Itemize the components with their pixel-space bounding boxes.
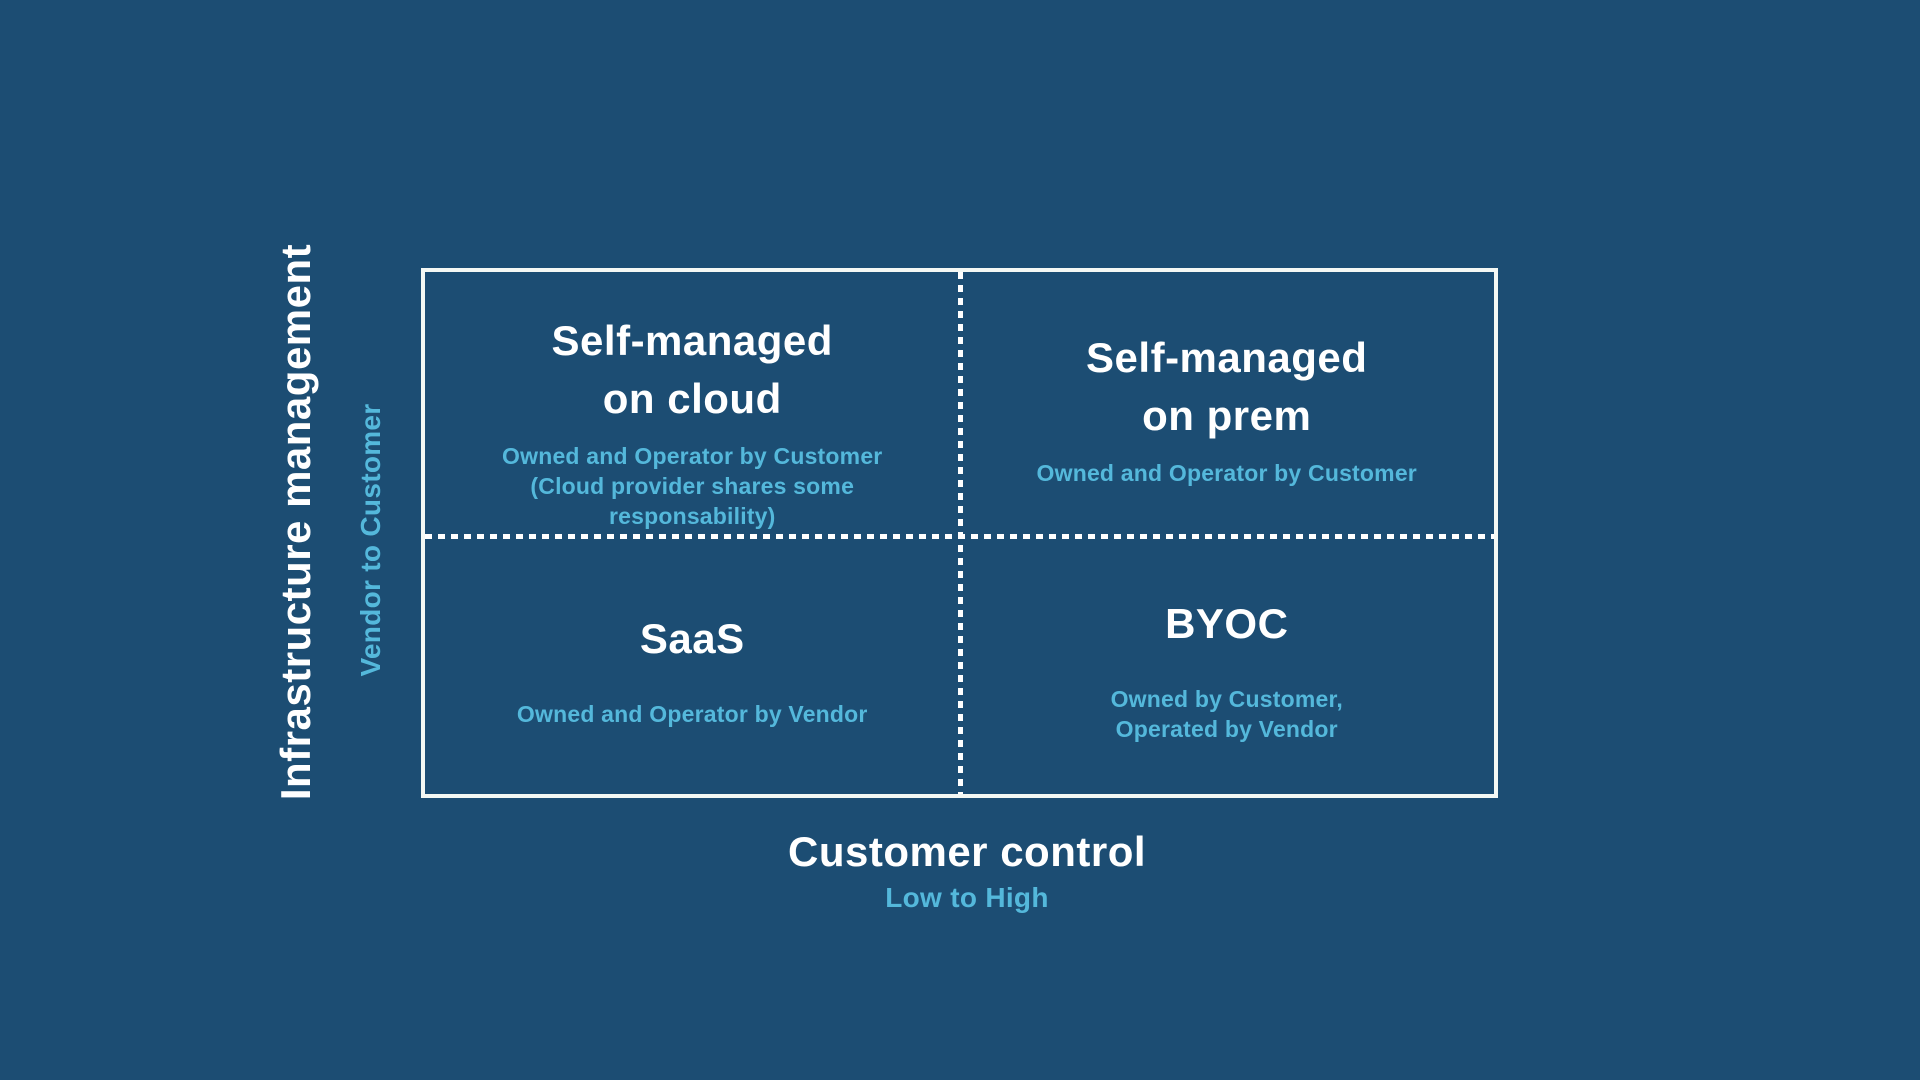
quadrant-matrix: Self-managed on cloud Owned and Operator… bbox=[421, 268, 1498, 798]
quadrant-title-byoc: BYOC bbox=[1165, 599, 1289, 647]
x-axis-title: Customer control bbox=[787, 828, 1147, 875]
y-axis-title: Infrastructure management bbox=[272, 243, 319, 801]
y-axis-range-label: Vendor to Customer bbox=[355, 403, 386, 677]
quadrant-self-managed-on-prem: Self-managed on prem Owned and Operator … bbox=[960, 272, 1495, 546]
x-axis-labels: Customer control Low to High bbox=[421, 828, 1513, 914]
x-axis-range-label: Low to High bbox=[885, 882, 1049, 913]
quadrant-title-self-managed-on-cloud: Self-managed on cloud bbox=[551, 317, 833, 422]
quadrant-byoc: BYOC Owned by Customer, Operated by Vend… bbox=[960, 546, 1495, 794]
quadrant-subtitle-self-managed-on-prem: Owned and Operator by Customer bbox=[1036, 459, 1417, 486]
quadrant-subtitle-self-managed-on-cloud: Owned and Operator by Customer (Cloud pr… bbox=[502, 442, 883, 529]
quadrant-title-saas: SaaS bbox=[639, 614, 745, 662]
quadrant-subtitle-byoc: Owned by Customer, Operated by Vendor bbox=[1110, 685, 1343, 742]
quadrant-title-self-managed-on-prem: Self-managed on prem bbox=[1086, 333, 1368, 439]
quadrant-subtitle-saas: Owned and Operator by Vendor bbox=[516, 700, 868, 727]
quadrant-saas: SaaS Owned and Operator by Vendor bbox=[425, 546, 960, 794]
quadrant-self-managed-on-cloud: Self-managed on cloud Owned and Operator… bbox=[425, 272, 960, 546]
